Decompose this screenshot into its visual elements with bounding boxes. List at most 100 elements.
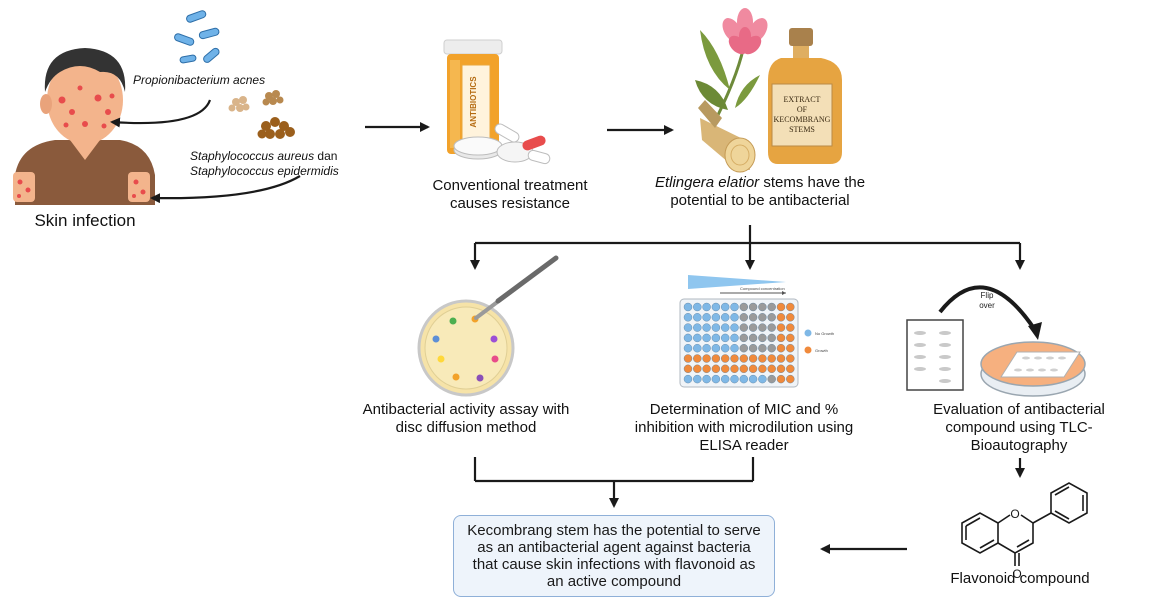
microplate-well: [730, 344, 739, 353]
microplate-well: [683, 364, 693, 373]
microplate-well: [683, 374, 693, 384]
kecombrang-plant-illustration: [695, 8, 768, 173]
etlingera-name-text: Etlingera elatior: [654, 174, 760, 191]
microplate-well: [721, 374, 730, 384]
microplate-well: [786, 333, 795, 343]
microplate-well: [721, 333, 730, 343]
p-acnes-label: Propionibacterium acnes: [133, 73, 266, 87]
microplate-well: [721, 354, 730, 363]
microplate-well: [748, 354, 758, 363]
microplate-well: [693, 323, 702, 332]
microplate-well: [748, 374, 758, 384]
microplate-well: [711, 354, 721, 363]
person-illustration: [13, 48, 155, 205]
microplate-well: [702, 364, 711, 373]
microplate-well: [758, 344, 767, 353]
microplate-well: [683, 344, 693, 353]
microplate-illustration: Compound concentration No Growth Growth: [679, 275, 834, 388]
s-epidermidis-text: Staphylococcus epidermidis: [190, 164, 339, 178]
microplate-well: [693, 374, 702, 384]
microplate-well: [702, 374, 711, 384]
microplate-well: [683, 302, 693, 312]
microplate-well: [758, 313, 767, 322]
microplate-well: [767, 313, 776, 322]
microplate-well: [693, 354, 702, 363]
compound-concentration-text: Compound concentration: [740, 286, 785, 291]
microplate-wells: [683, 302, 795, 384]
microplate-well: [758, 323, 767, 332]
flavonoid-label: Flavonoid compound: [950, 570, 1090, 587]
microplate-well: [693, 313, 702, 322]
microplate-well: [739, 302, 748, 312]
microplate-well: [730, 354, 739, 363]
microplate-well: [767, 333, 776, 343]
microplate-well: [758, 302, 767, 312]
microplate-well: [776, 364, 786, 373]
microplate-well: [730, 333, 739, 343]
microplate-well: [702, 313, 711, 322]
microplate-well: [786, 313, 795, 322]
microplate-well: [721, 344, 730, 353]
microplate-well: [711, 374, 721, 384]
microplate-well: [702, 344, 711, 353]
microplate-well: [786, 344, 795, 353]
microplate-well: [786, 364, 795, 373]
microplate-well: [739, 323, 748, 332]
etlingera-description-text: stems have the potential to be antibacte…: [670, 174, 866, 209]
staphylococcus-label: Staphylococcus aureus dan Staphylococcus…: [190, 149, 360, 179]
microplate-well: [721, 364, 730, 373]
microplate-well: [721, 302, 730, 312]
microplate-well: [739, 374, 748, 384]
microplate-well: [683, 323, 693, 332]
ring-oxygen-label: O: [1010, 507, 1019, 521]
microplate-well: [776, 302, 786, 312]
dan-text: dan: [317, 149, 338, 163]
microplate-well: [758, 374, 767, 384]
microplate-well: [776, 323, 786, 332]
microplate-well: [786, 374, 795, 384]
p-acnes-bacteria-icon: [174, 10, 220, 64]
microplate-well: [767, 364, 776, 373]
microplate-well: [748, 313, 758, 322]
disc-diffusion-label: Antibacterial activity assay with disc d…: [362, 401, 570, 436]
conventional-treatment-label: Conventional treatment causes resistance: [432, 177, 588, 212]
microplate-well: [702, 323, 711, 332]
flavone-structure-drawing: [961, 482, 1088, 566]
microplate-well: [748, 364, 758, 373]
microplate-well: [711, 302, 721, 312]
skin-infection-label: Skin infection: [34, 211, 136, 230]
microplate-well: [776, 313, 786, 322]
microplate-well: [748, 302, 758, 312]
microplate-well: [767, 302, 776, 312]
antibiotics-label-text: ANTIBIOTICS: [469, 76, 478, 128]
microplate-well: [786, 302, 795, 312]
microplate-well: [693, 302, 702, 312]
microplate-well: [711, 313, 721, 322]
legend-growth-text: Growth: [815, 348, 828, 353]
microplate-well: [758, 333, 767, 343]
microplate-well: [683, 333, 693, 343]
microplate-well: [711, 333, 721, 343]
microplate-well: [730, 323, 739, 332]
microplate-well: [693, 364, 702, 373]
carbonyl-oxygen-label: O: [1012, 567, 1021, 581]
petri-dish-illustration: [417, 255, 559, 397]
microplate-well: [730, 313, 739, 322]
microplate-well: [721, 313, 730, 322]
microplate-well: [739, 354, 748, 363]
microplate-well: [730, 302, 739, 312]
microplate-well: [748, 333, 758, 343]
microplate-well: [711, 344, 721, 353]
microplate-well: [683, 354, 693, 363]
microplate-well: [786, 323, 795, 332]
microplate-well: [711, 364, 721, 373]
microplate-well: [711, 323, 721, 332]
microplate-well: [730, 374, 739, 384]
microplate-well: [739, 313, 748, 322]
microplate-well: [776, 333, 786, 343]
